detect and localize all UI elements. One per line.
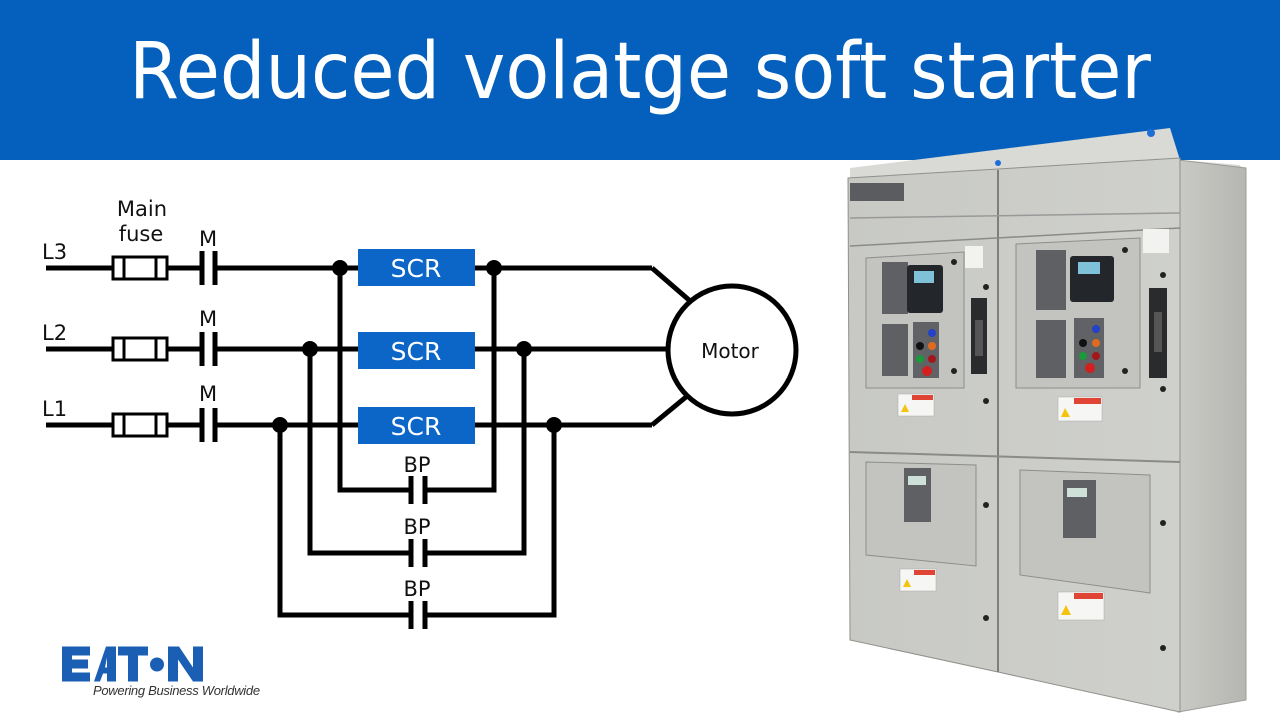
- junction-dot: [546, 417, 562, 433]
- control-panel-cover: [882, 262, 908, 314]
- title-banner: [0, 0, 1280, 160]
- junction-dot: [302, 341, 318, 357]
- junction-dot: [486, 260, 502, 276]
- bypass-label: BP: [403, 453, 430, 477]
- scr-block-l1: [358, 407, 475, 444]
- contactor-label-l3: M: [199, 227, 217, 251]
- contactor-label-l1: M: [199, 382, 217, 406]
- eaton-logo: [62, 646, 203, 682]
- scr-label: SCR: [391, 337, 442, 366]
- bypass-loop-l3: [337, 268, 410, 493]
- motor-symbol: [665, 283, 799, 417]
- cabinet-nameplate: [850, 183, 904, 201]
- scr-label: SCR: [391, 254, 442, 283]
- line-label-l3: L3: [42, 240, 67, 264]
- bypass-label: BP: [403, 577, 430, 601]
- fuse-l2: [111, 336, 169, 362]
- junction-dot: [516, 341, 532, 357]
- control-panel-cover: [1036, 250, 1066, 310]
- fuse-l1: [111, 412, 169, 438]
- page-title: Reduced volatge soft starter: [129, 27, 1151, 117]
- bypass-loop-l2: [307, 349, 410, 556]
- line-label-l2: L2: [42, 321, 67, 345]
- fuse-label-line1: Main: [117, 197, 167, 221]
- contactor-label-l2: M: [199, 307, 217, 331]
- circuit-diagram: SCR SCR SCR L3 L2 L1 Main fuse M M M BP …: [42, 197, 799, 629]
- fuse-l3: [111, 255, 169, 281]
- scr-block-l3: [358, 249, 475, 286]
- junction-dot: [332, 260, 348, 276]
- scr-block-l2: [358, 332, 475, 369]
- soft-starter-cabinet-photo: [847, 128, 1247, 713]
- wire-l3-motor: [650, 266, 691, 302]
- wire-l1-motor: [650, 395, 688, 427]
- line-label-l1: L1: [42, 397, 67, 421]
- bypass-label: BP: [403, 515, 430, 539]
- bypass-loop-l1: [277, 425, 410, 618]
- motor-label: Motor: [701, 339, 760, 363]
- cabinet-side: [1177, 159, 1247, 713]
- fuse-label-line2: fuse: [119, 222, 164, 246]
- scr-label: SCR: [391, 412, 442, 441]
- logo-tagline: Powering Business Worldwide: [93, 683, 260, 698]
- junction-dot: [272, 417, 288, 433]
